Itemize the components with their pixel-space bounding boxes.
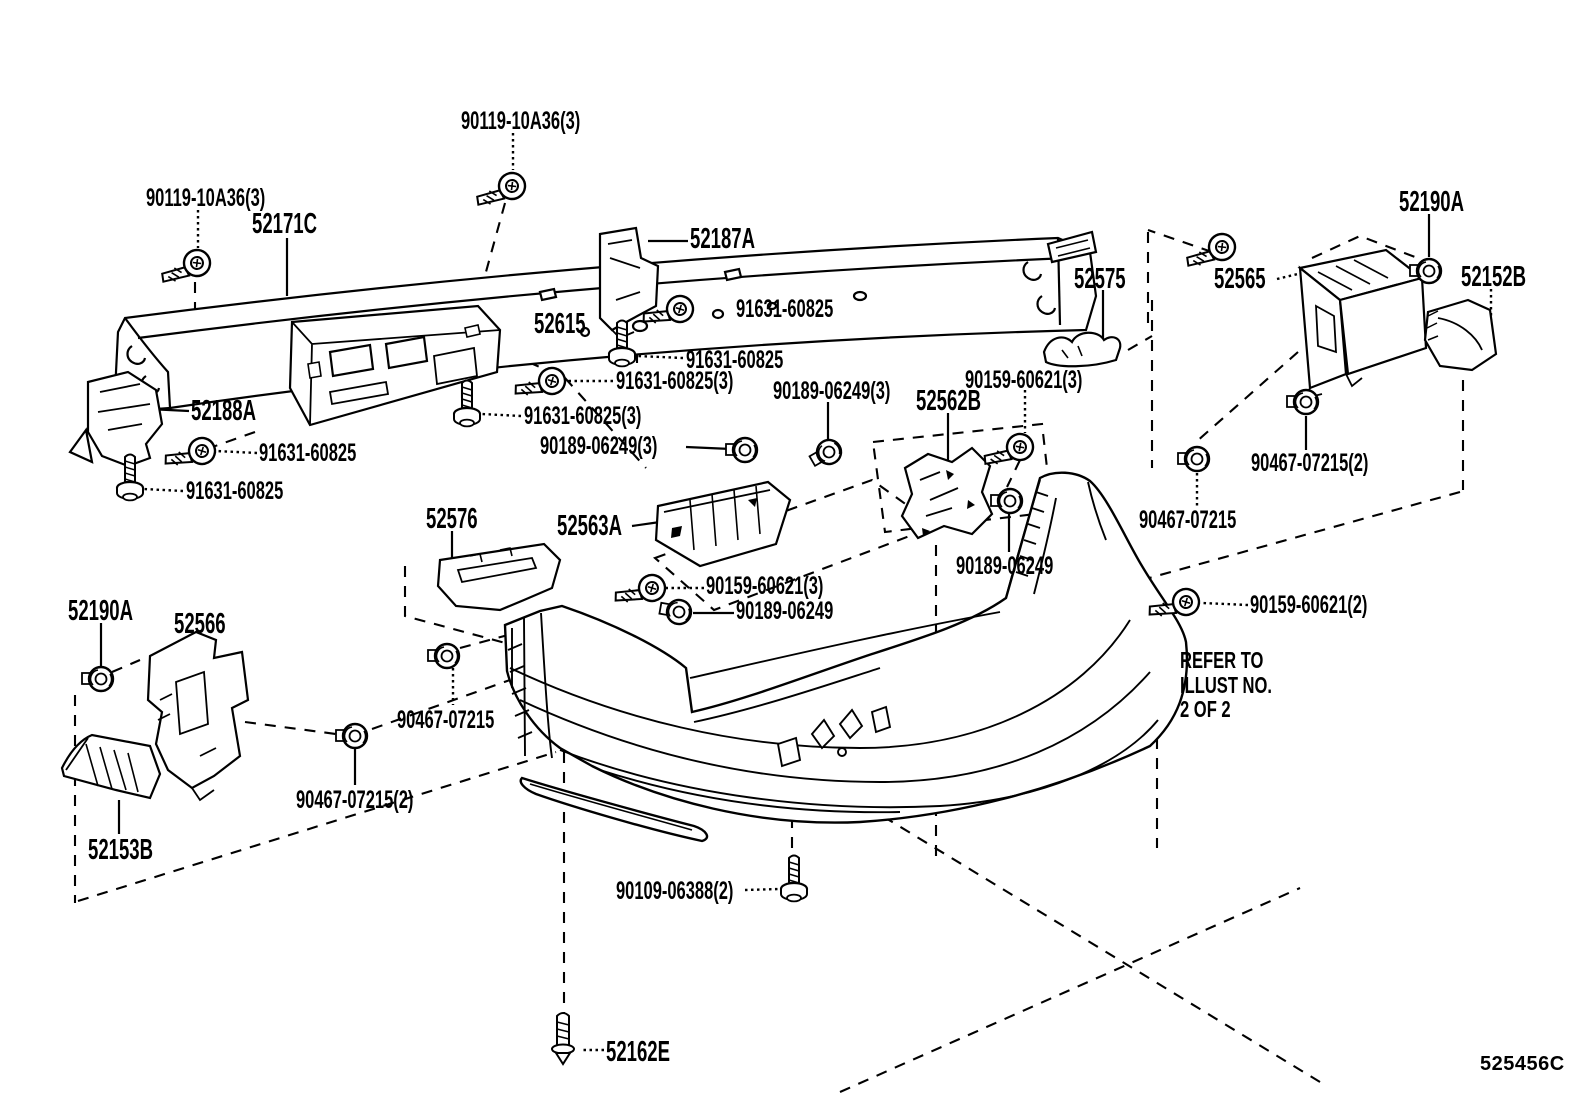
part-52565-bracket xyxy=(1297,248,1428,400)
part-label-91631-60825(3): 91631-60825(3) xyxy=(616,367,734,395)
part-52576-support xyxy=(436,542,562,612)
part-52152b-retainer xyxy=(1423,298,1498,372)
part-label-52152B: 52152B xyxy=(1461,261,1527,293)
part-52187a-bracket xyxy=(598,226,660,340)
refer-note-line1: REFER TO xyxy=(1180,647,1264,673)
part-52562b-bracket xyxy=(900,446,994,540)
part-label-90467-07215(2): 90467-07215(2) xyxy=(1251,449,1369,477)
part-52563a-support xyxy=(654,480,792,568)
part-label-90189-06249(3): 90189-06249(3) xyxy=(773,377,891,405)
part-label-52566: 52566 xyxy=(174,608,226,640)
part-label-90189-06249: 90189-06249 xyxy=(736,597,834,625)
figure-code: 525456C xyxy=(1480,1053,1565,1075)
part-label-52171C: 52171C xyxy=(252,208,318,240)
part-label-90467-07215: 90467-07215 xyxy=(1139,506,1237,534)
part-label-52565: 52565 xyxy=(1214,263,1266,295)
part-52566-bracket xyxy=(146,630,250,802)
part-label-91631-60825: 91631-60825 xyxy=(186,477,284,505)
part-label-90119-10A36(3): 90119-10A36(3) xyxy=(461,107,581,135)
refer-note-line3: 2 OF 2 xyxy=(1180,696,1231,722)
part-label-91631-60825: 91631-60825 xyxy=(259,439,357,467)
fasteners xyxy=(80,166,1443,1066)
part-label-91631-60825(3): 91631-60825(3) xyxy=(524,402,642,430)
part-label-52153B: 52153B xyxy=(88,834,154,866)
part-label-90159-60621(3): 90159-60621(3) xyxy=(706,572,824,600)
part-label-52576: 52576 xyxy=(426,503,478,535)
part-label-52190A: 52190A xyxy=(68,595,134,627)
part-label-90159-60621(2): 90159-60621(2) xyxy=(1250,591,1368,619)
part-label-52615: 52615 xyxy=(534,308,586,340)
refer-note-line2: ILLUST NO. xyxy=(1180,671,1273,698)
part-label-90189-06249: 90189-06249 xyxy=(956,552,1054,580)
part-label-52162E: 52162E xyxy=(606,1036,670,1068)
part-label-90119-10A36(3): 90119-10A36(3) xyxy=(146,184,266,212)
part-rear-bumper-cover xyxy=(503,471,1189,843)
part-label-52187A: 52187A xyxy=(690,223,756,255)
part-label-90189-06249(3): 90189-06249(3) xyxy=(540,432,658,460)
part-label-52575: 52575 xyxy=(1074,263,1126,295)
refer-note: REFER TO ILLUST NO. 2 OF 2 xyxy=(1180,648,1272,722)
part-label-91631-60825: 91631-60825 xyxy=(686,346,784,374)
part-52188a-bracket xyxy=(68,370,164,468)
part-label-90159-60621(3): 90159-60621(3) xyxy=(965,366,1083,394)
screw-52162e xyxy=(551,1012,575,1066)
part-label-52190A: 52190A xyxy=(1399,186,1465,218)
part-52575-pad xyxy=(1042,331,1122,368)
part-label-52188A: 52188A xyxy=(191,395,257,427)
part-label-90467-07215: 90467-07215 xyxy=(397,706,495,734)
part-label-90467-07215(2): 90467-07215(2) xyxy=(296,786,414,814)
part-label-91631-60825: 91631-60825 xyxy=(736,295,834,323)
part-52615-license-bracket xyxy=(288,304,502,427)
part-label-90109-06388(2): 90109-06388(2) xyxy=(616,877,734,905)
part-52153b-pad xyxy=(60,733,162,800)
part-label-52563A: 52563A xyxy=(557,510,623,542)
part-label-52562B: 52562B xyxy=(916,385,982,417)
